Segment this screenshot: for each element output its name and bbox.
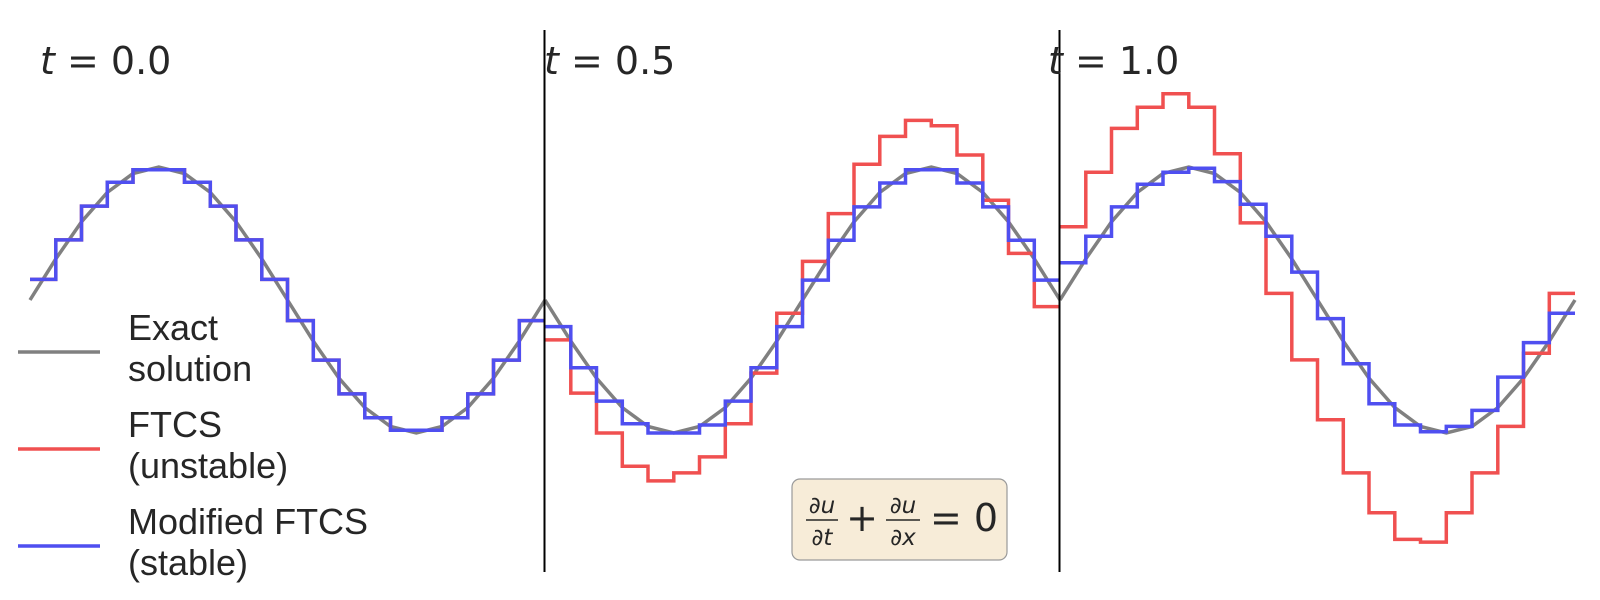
equation-rhs: = 0: [930, 496, 998, 540]
panels-layer: [28, 92, 1577, 544]
legend-label-exact-1: Exact: [128, 307, 218, 348]
panel-1: [28, 165, 547, 435]
legend: Exact solution FTCS (unstable) Modified …: [18, 307, 368, 583]
equation-plus: +: [846, 496, 878, 540]
panel-3: [1058, 92, 1577, 544]
equation-num-2: ∂u: [890, 493, 916, 519]
panel-2: [543, 118, 1062, 483]
panel-title-3: t = 1.0: [1048, 39, 1179, 83]
series-modified-panel-2: [545, 167, 1060, 435]
panel-title-1: t = 0.0: [40, 39, 171, 83]
series-modified-panel-1: [30, 167, 545, 433]
series-modified-panel-3: [1060, 166, 1575, 434]
legend-label-ftcs-1: FTCS: [128, 404, 222, 445]
equation-den-1: ∂t: [812, 525, 834, 551]
panel-title-2: t = 0.5: [544, 39, 675, 83]
equation-den-2: ∂x: [890, 525, 916, 551]
legend-label-ftcs-2: (unstable): [128, 445, 288, 486]
series-ftcs-panel-3: [1060, 92, 1575, 544]
dividers-layer: [543, 30, 1061, 572]
equation-num-1: ∂u: [809, 493, 835, 519]
legend-label-exact-2: solution: [128, 348, 252, 389]
equation-box: ∂u ∂t + ∂u ∂x = 0: [791, 478, 1008, 561]
legend-label-modified-1: Modified FTCS: [128, 501, 368, 542]
legend-label-modified-2: (stable): [128, 542, 248, 583]
